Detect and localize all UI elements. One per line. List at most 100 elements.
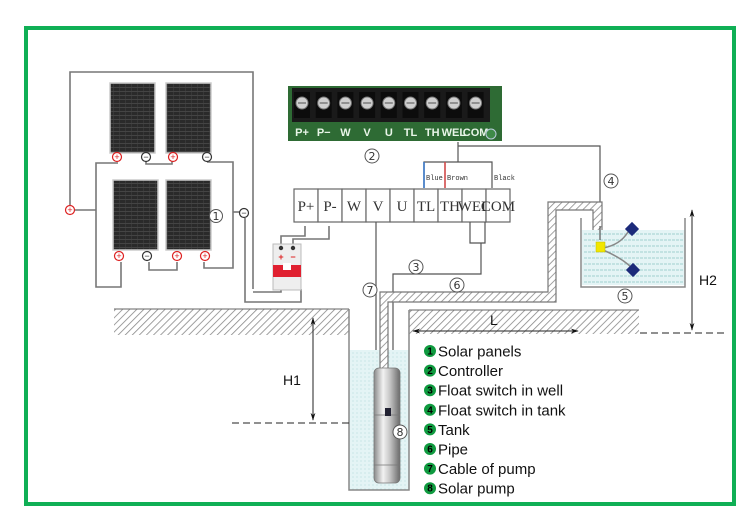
board-terminal-label: P− [317, 127, 331, 139]
svg-text:−: − [143, 152, 148, 162]
l-label: L [490, 312, 498, 328]
terminal-label: P+ [298, 199, 315, 215]
positive-terminal-icon: + [199, 250, 211, 262]
legend-bullet [424, 364, 436, 377]
terminal-cell[interactable] [389, 188, 415, 223]
legend-number: 6 [427, 445, 433, 456]
diagram-frame [24, 26, 736, 506]
svg-text:5: 5 [622, 290, 629, 303]
svg-text:−: − [144, 251, 149, 261]
terminal-cell[interactable] [365, 188, 391, 223]
tank-callout: 5 [617, 288, 633, 304]
legend-item: 6 Pipe [424, 442, 468, 459]
legend-bullet [424, 345, 436, 357]
dimension-h2: H2 [640, 209, 724, 334]
breaker-minus-label: − [290, 252, 295, 262]
terminal-label: TH [440, 199, 460, 215]
well-float-callout: 3 [408, 259, 424, 275]
terminal-cell[interactable] [317, 188, 343, 223]
negative-terminal-icon: − [201, 151, 213, 163]
tank-float-callout: 4 [603, 173, 619, 189]
svg-text:+: + [170, 152, 175, 162]
ground [114, 308, 639, 335]
solar-panel [109, 82, 156, 154]
terminal-label: U [397, 199, 408, 215]
legend-item: 2 Controller [424, 363, 503, 380]
controller-callout: 2 [364, 148, 380, 164]
legend-label: Float switch in tank [438, 402, 566, 419]
wire-label-brown: Brown [447, 175, 468, 183]
board-terminal-label: TH [425, 127, 440, 139]
board-terminal-label: TL [404, 127, 418, 139]
dc-breaker: + − [272, 243, 302, 291]
legend-label: Pipe [438, 442, 468, 459]
legend-label: Cable of pump [438, 461, 536, 478]
terminal-cell[interactable] [293, 188, 319, 223]
legend-bullet [424, 403, 436, 416]
legend-number: 2 [427, 366, 433, 377]
tank-float-switch [595, 221, 641, 278]
breaker-switch[interactable] [273, 265, 301, 277]
legend-bullet [424, 443, 436, 455]
board-terminal-label: COM [463, 127, 489, 139]
terminal-cell[interactable] [461, 188, 487, 223]
legend-bullet [424, 423, 436, 436]
positive-terminal-icon: + [64, 204, 76, 216]
positive-terminal-icon: + [171, 250, 183, 262]
board-terminal-label: P+ [295, 127, 309, 139]
negative-terminal-icon: − [140, 151, 152, 163]
svg-text:−: − [204, 152, 209, 162]
legend-item: 8 Solar pump [424, 481, 515, 498]
float-switch-wires: Blue Brown Black [423, 142, 601, 226]
negative-terminal-icon: − [141, 250, 153, 262]
solar-panels [109, 82, 212, 251]
float-ball-icon [625, 262, 641, 278]
terminal-label: TL [417, 199, 435, 215]
terminal-label: V [373, 199, 384, 215]
legend-bullet [424, 482, 436, 495]
legend-bullet [424, 462, 436, 475]
board-terminal-label: U [385, 127, 393, 139]
terminal-label: COM [481, 199, 515, 215]
terminal-cell[interactable] [485, 188, 511, 223]
legend-number: 8 [427, 484, 433, 495]
legend-label: Float switch in well [438, 383, 563, 400]
svg-text:+: + [174, 251, 179, 261]
svg-text:8: 8 [397, 426, 404, 439]
legend-number: 5 [427, 425, 433, 436]
legend-bullet [424, 384, 436, 397]
legend-number: 1 [427, 347, 433, 358]
svg-text:1: 1 [213, 210, 220, 223]
wire-label-blue: Blue [426, 175, 443, 183]
cable-callout: 7 [362, 282, 378, 298]
dimension-h1: H1 [232, 317, 349, 424]
svg-text:+: + [202, 251, 207, 261]
legend-item: 3 Float switch in well [424, 383, 563, 400]
svg-text:4: 4 [608, 175, 615, 188]
wire-label-black: Black [494, 175, 515, 183]
positive-terminal-icon: + [113, 250, 125, 262]
h1-label: H1 [283, 372, 301, 388]
pump-callout: 8 [392, 424, 408, 440]
h2-label: H2 [699, 272, 717, 288]
dimension-l: L [412, 312, 579, 334]
solar-panel [112, 179, 159, 251]
svg-text:+: + [114, 152, 119, 162]
polarity-symbols: + − + − + − + − + + [64, 151, 250, 262]
float-switch-body [595, 241, 606, 253]
float-ball-icon [624, 221, 640, 237]
breaker-plus-label: + [278, 252, 283, 262]
svg-text:−: − [241, 208, 246, 218]
terminal-label: WEL [458, 199, 490, 215]
legend-label: Controller [438, 363, 503, 380]
terminal-cell[interactable] [413, 188, 439, 223]
legend-label: Solar pump [438, 481, 515, 498]
svg-text:+: + [116, 251, 121, 261]
legend-label: Solar panels [438, 344, 521, 361]
board-terminal-label: W [340, 127, 351, 139]
legend-number: 3 [427, 386, 433, 397]
solar-pump [373, 367, 401, 484]
